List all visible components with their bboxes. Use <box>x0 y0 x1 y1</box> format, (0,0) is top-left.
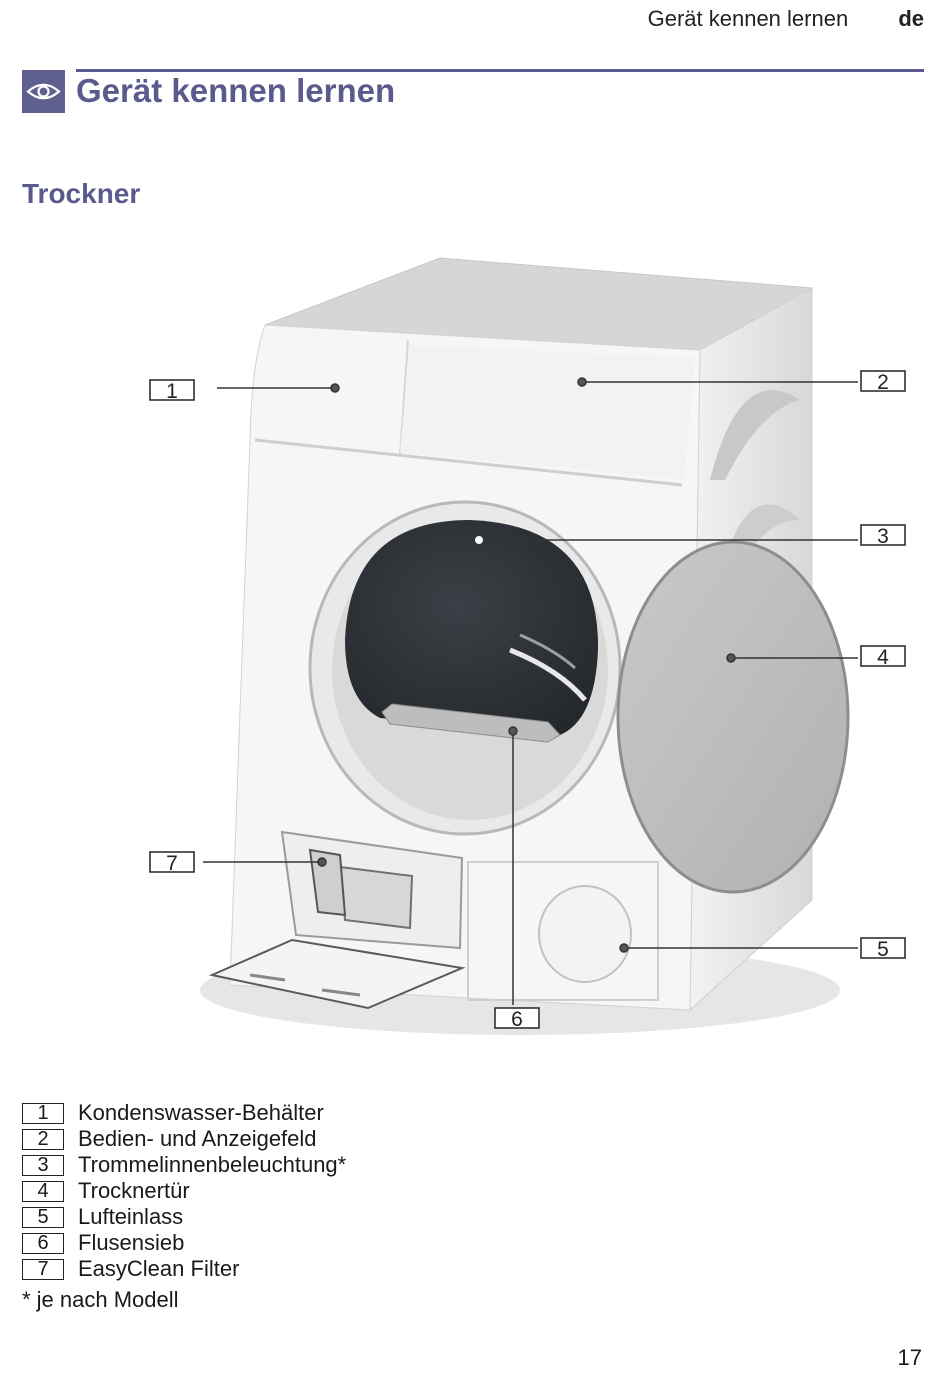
dryer-door <box>616 540 850 894</box>
legend-number: 4 <box>22 1180 64 1202</box>
svg-text:5: 5 <box>877 938 889 961</box>
callout-1: 1 <box>149 379 195 403</box>
control-panel <box>400 345 695 480</box>
callout-7: 7 <box>149 851 195 875</box>
legend-label: Trocknertür <box>78 1178 190 1203</box>
eye-icon <box>22 70 65 113</box>
svg-text:2: 2 <box>877 371 889 394</box>
drum <box>345 520 599 735</box>
legend-number: 1 <box>22 1102 64 1124</box>
page-number: 17 <box>897 1345 922 1370</box>
svg-text:7: 7 <box>166 852 178 875</box>
callout-4: 4 <box>860 645 906 669</box>
legend-number: 2 <box>22 1128 64 1150</box>
legend-number: 5 <box>22 1206 64 1228</box>
subtitle: Trockner <box>22 178 141 209</box>
filter-flap <box>208 938 466 1010</box>
legend-item: 6 Flusensieb <box>22 1230 346 1256</box>
svg-text:1: 1 <box>166 380 178 403</box>
legend-label: Lufteinlass <box>78 1204 184 1229</box>
running-title: Gerät kennen lernen <box>647 6 849 31</box>
legend-item: 4 Trocknertür <box>22 1178 346 1204</box>
svg-text:4: 4 <box>877 646 889 669</box>
legend-label: Flusensieb <box>78 1230 185 1255</box>
section-title: Gerät kennen lernen <box>76 72 396 109</box>
running-header: Gerät kennen lernen de <box>648 6 924 32</box>
legend-item: 3 Trommelinnenbeleuchtung* <box>22 1152 346 1178</box>
dryer-illustration: 1 2 3 4 5 6 7 <box>149 257 906 1035</box>
legend-label: Bedien- und Anzeigefeld <box>78 1126 317 1151</box>
legend-item: 1 Kondenswasser-Behälter <box>22 1100 346 1126</box>
legend-number: 6 <box>22 1232 64 1254</box>
header-rule <box>76 69 924 72</box>
svg-text:6: 6 <box>511 1008 523 1031</box>
legend-item: 2 Bedien- und Anzeigefeld <box>22 1126 346 1152</box>
callout-2: 2 <box>860 370 906 394</box>
air-inlet <box>538 885 632 983</box>
legend-label: EasyClean Filter <box>78 1256 240 1281</box>
legend-number: 3 <box>22 1154 64 1176</box>
svg-text:3: 3 <box>877 525 889 548</box>
callout-5: 5 <box>860 937 906 961</box>
callout-3: 3 <box>860 524 906 548</box>
legend-label: Trommelinnenbeleuchtung* <box>78 1152 347 1177</box>
legend-item: 7 EasyClean Filter <box>22 1256 346 1282</box>
legend-label: Kondenswasser-Behälter <box>78 1100 324 1125</box>
footnote: * je nach Modell <box>22 1287 179 1312</box>
legend-item: 5 Lufteinlass <box>22 1204 346 1230</box>
legend-list: 1 Kondenswasser-Behälter 2 Bedien- und A… <box>22 1100 346 1282</box>
legend-number: 7 <box>22 1258 64 1280</box>
easyclean-filter <box>338 865 414 930</box>
callout-6: 6 <box>494 1007 540 1031</box>
language-code: de <box>898 6 924 31</box>
